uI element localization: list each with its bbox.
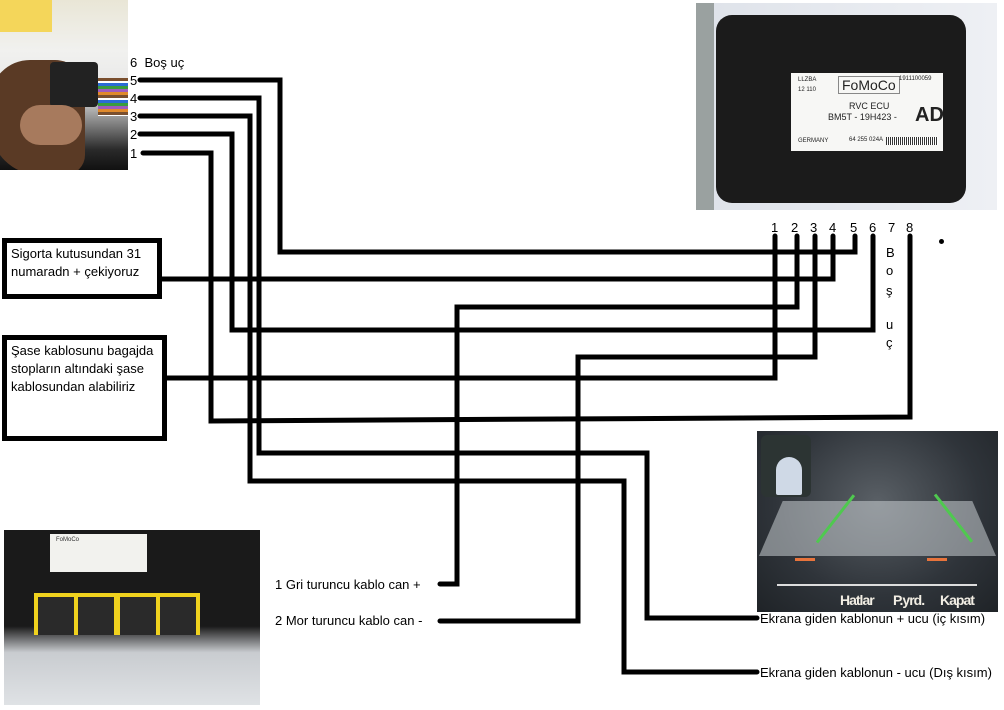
module-photo: FoMoCo <box>4 530 260 705</box>
barcode <box>886 137 938 145</box>
yellow-clip <box>34 593 78 635</box>
camera-button-park-assist: P.yrd. <box>893 592 925 608</box>
ecu-pin-5-label: 5 <box>850 220 858 235</box>
stray-dot <box>939 239 944 244</box>
ecu-line2: 12 110 <box>798 87 816 93</box>
ecu-part-number: BM5T - 19H423 - <box>828 112 897 122</box>
connector-plug <box>50 62 98 107</box>
empty-pin-note-char: o <box>886 263 894 278</box>
ecu-pin-3-label: 3 <box>810 220 818 235</box>
fuse-box-note: Sigorta kutusundan 31 numaradn + çekiyor… <box>2 238 162 299</box>
ecu-pin-8-label: 8 <box>906 220 914 235</box>
screen-minus-label: Ekrana giden kablonun - ucu (Dış kısım) <box>760 665 992 680</box>
thumb <box>20 105 82 145</box>
ecu-pin-2-label: 2 <box>791 220 799 235</box>
ecu-pin-7-label: 7 <box>888 220 896 235</box>
connector-pin-3-label: 3 <box>130 109 138 124</box>
ecu-country: GERMANY <box>798 138 829 144</box>
ecu-name: RVC ECU <box>849 101 890 111</box>
ecu-line1: LLZBA <box>798 77 817 83</box>
ecu-code: 64 255 024A <box>849 137 884 143</box>
ecu-pin-6-label: 6 <box>869 220 877 235</box>
connector-pin-4-label: 4 <box>130 91 138 106</box>
ecu-suffix: AD <box>915 104 944 126</box>
car-icon <box>776 457 802 495</box>
ground-note-text: Şase kablosunu bagajda stopların altında… <box>11 343 154 394</box>
empty-pin-note-char: ç <box>886 335 893 350</box>
ground-grid <box>759 501 996 556</box>
connector-pin-5-label: 5 <box>130 73 138 88</box>
connector-pin-1-label: 1 <box>130 146 138 161</box>
ecu-serial: 1911100059 <box>899 76 932 82</box>
wire-connector5-ecu5 <box>137 77 858 255</box>
connector-pin-2-label: 2 <box>130 127 138 142</box>
connector-pin-number: 6 <box>130 55 138 70</box>
can-minus-label: 2 Mor turuncu kablo can - <box>275 613 423 628</box>
guide-marker-near-left <box>795 558 815 561</box>
connector-photo <box>0 0 128 170</box>
colored-wires <box>98 78 128 116</box>
ground-note: Şase kablosunu bagajda stopların altında… <box>2 335 167 441</box>
ecu-pin-1-label: 1 <box>771 220 779 235</box>
yellow-clip <box>156 593 200 635</box>
ecu-label: LLZBA 12 110 FoMoCo 1911100059 RVC ECU B… <box>791 73 944 151</box>
ecu-brand: FoMoCo <box>838 76 900 94</box>
connector-pin-note: Boş uç <box>144 55 185 70</box>
module-sticker: FoMoCo <box>50 534 147 572</box>
empty-pin-note-char: u <box>886 317 894 332</box>
parking-sensor-panel <box>761 435 811 497</box>
fuse-box-note-text: Sigorta kutusundan 31 numaradn + çekiyor… <box>11 246 142 279</box>
wire-fuse-ecu4 <box>157 233 836 282</box>
wire-connector3-screen-minus <box>137 113 760 675</box>
camera-button-lines: Hatlar <box>840 592 875 608</box>
wire-connector4-screen-plus <box>137 95 760 621</box>
wire-connector2-ecu6 <box>137 131 876 333</box>
wire-connector1-ecu8 <box>140 150 913 424</box>
module-sticker-text: FoMoCo <box>56 537 80 543</box>
connector-pin-6-label: 6 Boş uç <box>130 55 184 70</box>
guide-marker-near-right <box>927 558 947 561</box>
ecu-pin-4-label: 4 <box>829 220 837 235</box>
camera-button-close: Kapat <box>940 592 975 608</box>
sticky-note <box>0 0 52 32</box>
rear-camera-screen-photo: Hatlar P.yrd. Kapat <box>757 431 998 612</box>
empty-pin-note-char: ş <box>886 283 893 298</box>
rvc-ecu-photo: LLZBA 12 110 FoMoCo 1911100059 RVC ECU B… <box>696 3 997 210</box>
can-plus-label: 1 Gri turuncu kablo can + <box>275 577 421 592</box>
wire-ground-ecu1 <box>162 233 778 381</box>
screen-plus-label: Ekrana giden kablonun + ucu (iç kısım) <box>760 611 986 626</box>
wire-ecu3-can-minus <box>437 233 818 624</box>
menu-separator <box>777 584 977 586</box>
empty-pin-note-char: B <box>886 245 895 260</box>
wire-ecu2-can-plus <box>437 233 800 587</box>
